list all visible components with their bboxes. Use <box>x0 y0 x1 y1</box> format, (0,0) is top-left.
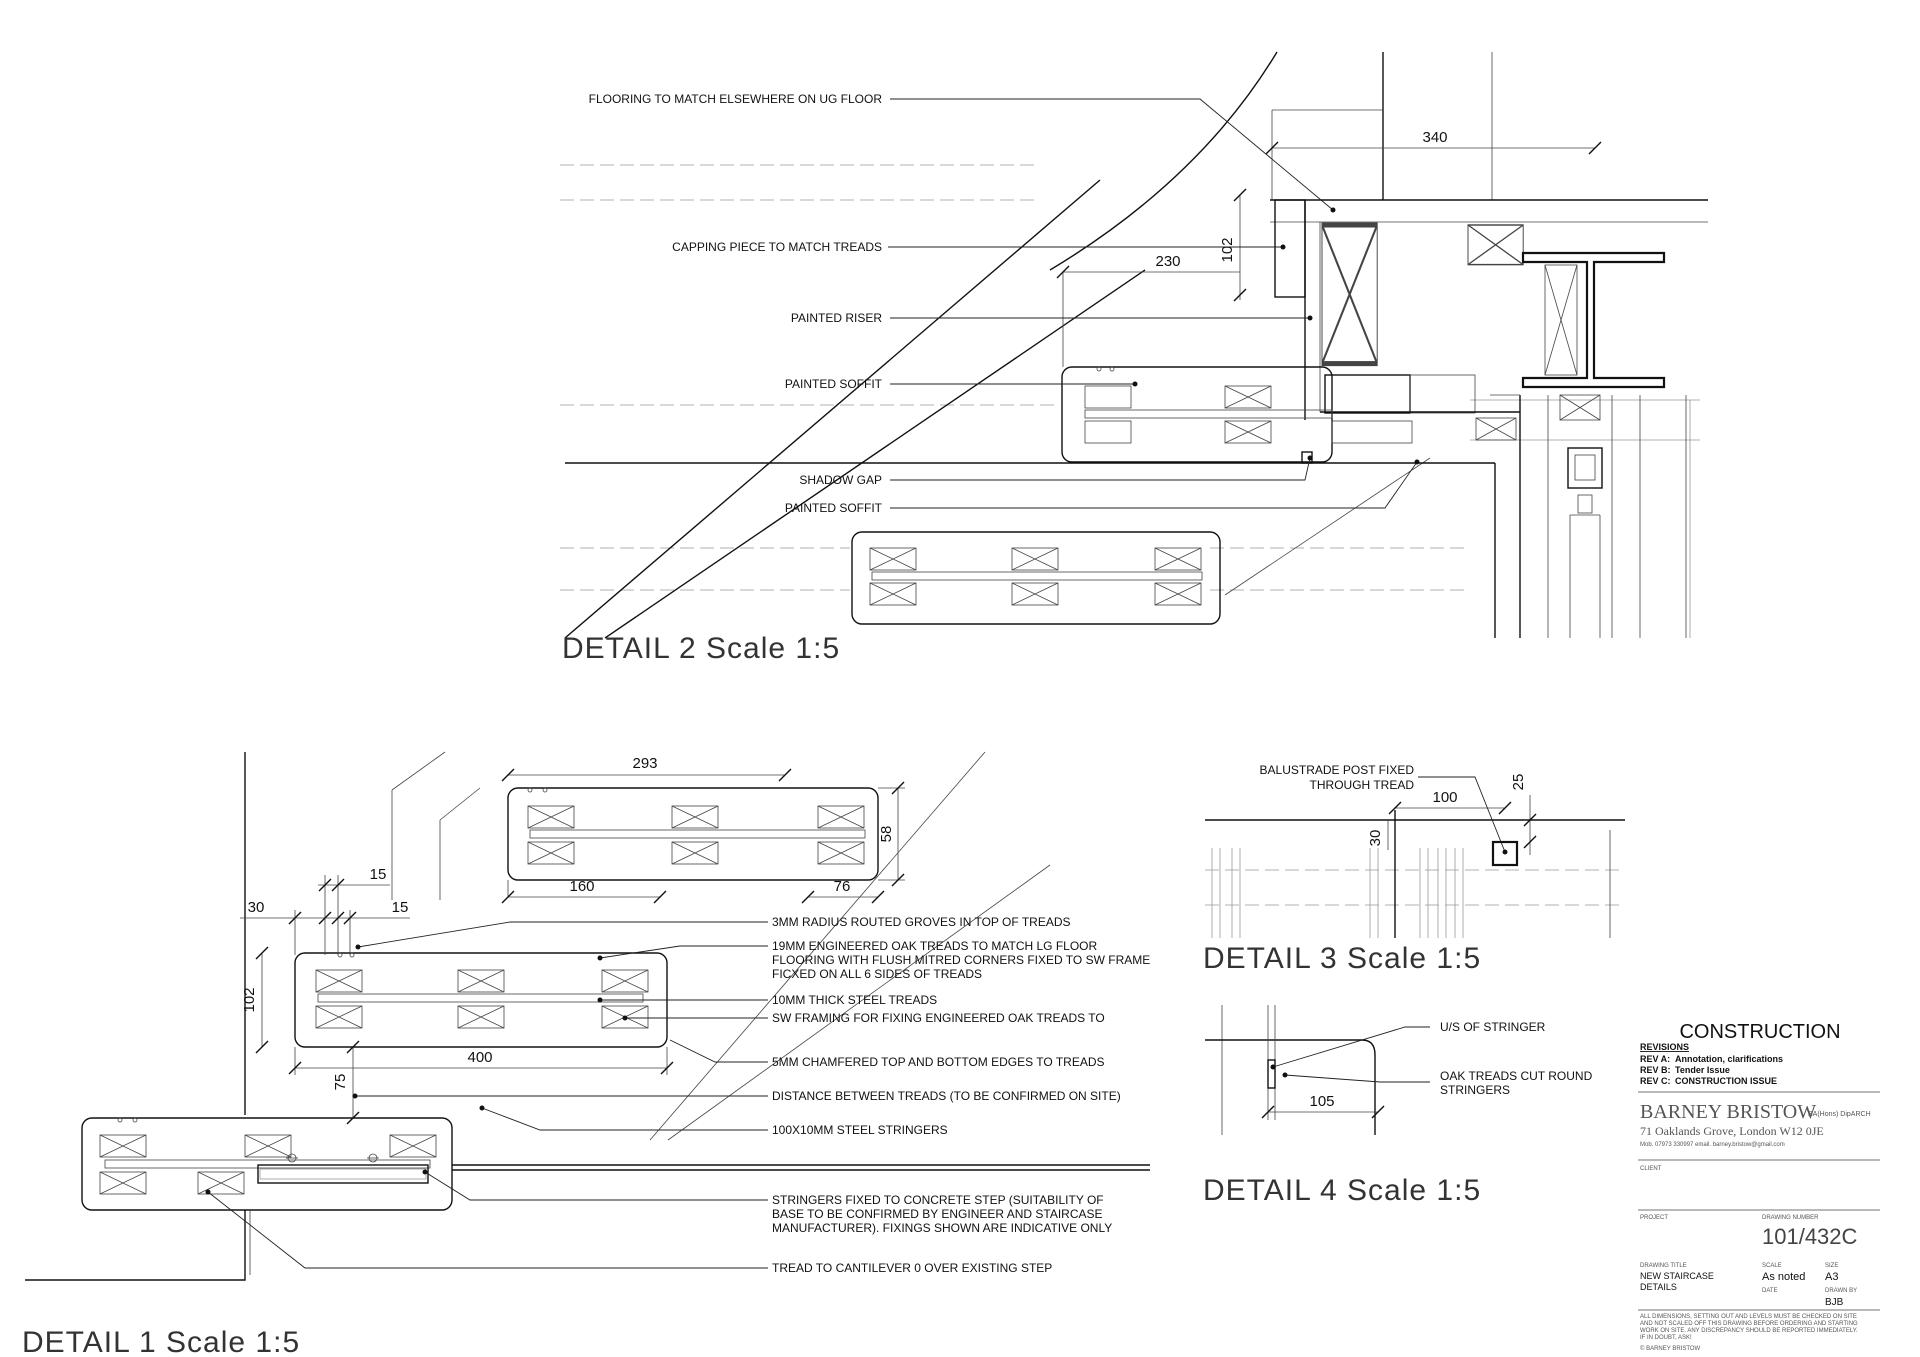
label-cantilever: TREAD TO CANTILEVER 0 OVER EXISTING STEP <box>772 1261 1052 1275</box>
detail-4-title: DETAIL 4 Scale 1:5 <box>1203 1174 1481 1207</box>
tread-lower <box>851 531 1221 625</box>
dim-102-d1: 102 <box>241 987 258 1012</box>
label-oak-cut-1: OAK TREADS CUT ROUND <box>1440 1069 1593 1083</box>
tread-bottom <box>81 1117 453 1211</box>
company-contact: Mob. 07973 330997 email. barney.bristow@… <box>1640 1142 1785 1148</box>
detail-4: 105 U/S OF STRINGER OAK TREADS CUT ROUND… <box>1203 1005 1593 1207</box>
label-painted-soffit-1: PAINTED SOFFIT <box>785 377 883 391</box>
disclaimer-4: IF IN DOUBT, ASK! <box>1640 1335 1692 1341</box>
drawing-title-2: DETAILS <box>1640 1282 1677 1292</box>
status-construction: CONSTRUCTION <box>1679 1021 1840 1043</box>
label-painted-riser: PAINTED RISER <box>791 311 882 325</box>
dim-25: 25 <box>1510 774 1527 791</box>
label-fixed-3: MANUFACTURER). FIXINGS SHOWN ARE INDICAT… <box>772 1221 1112 1235</box>
drawing-number: 101/432C <box>1762 1224 1858 1249</box>
dim-58: 58 <box>878 826 895 843</box>
dim-15-b: 15 <box>392 899 409 916</box>
date-label: DATE <box>1762 1288 1778 1294</box>
size-value: A3 <box>1825 1271 1838 1283</box>
label-sw-framing: SW FRAMING FOR FIXING ENGINEERED OAK TRE… <box>772 1011 1105 1025</box>
label-oak-1: 19MM ENGINEERED OAK TREADS TO MATCH LG F… <box>772 939 1098 953</box>
dim-340: 340 <box>1422 129 1447 146</box>
dim-100: 100 <box>1432 789 1457 806</box>
drawn-by-label: DRAWN BY <box>1825 1288 1857 1294</box>
drawing-number-label: DRAWING NUMBER <box>1762 1215 1819 1221</box>
dim-15-a: 15 <box>370 866 387 883</box>
tread-top <box>507 787 879 881</box>
dim-76: 76 <box>834 878 851 895</box>
revisions-heading: REVISIONS <box>1640 1042 1689 1052</box>
detail-2: 340 230 102 FLOORING TO MATCH ELSEWHERE … <box>560 51 1708 665</box>
label-post-2: THROUGH TREAD <box>1310 778 1415 792</box>
detail-1: 293 160 76 58 15 30 15 102 <box>22 751 1150 1357</box>
detail-1-title: DETAIL 1 Scale 1:5 <box>22 1326 300 1357</box>
label-flooring: FLOORING TO MATCH ELSEWHERE ON UG FLOOR <box>589 92 883 106</box>
detail-3-title: DETAIL 3 Scale 1:5 <box>1203 942 1481 975</box>
label-us-stringer: U/S OF STRINGER <box>1440 1020 1546 1034</box>
rev-a-text: Annotation, clarifications <box>1675 1054 1783 1064</box>
project-label: PROJECT <box>1640 1215 1668 1221</box>
label-fixed-1: STRINGERS FIXED TO CONCRETE STEP (SUITAB… <box>772 1193 1104 1207</box>
label-stringers: 100X10MM STEEL STRINGERS <box>772 1123 948 1137</box>
label-painted-soffit-2: PAINTED SOFFIT <box>785 501 883 515</box>
dim-75: 75 <box>332 1074 349 1091</box>
disclaimer-3: WORK ON SITE. ANY DISCREPANCY SHOULD BE … <box>1640 1328 1858 1334</box>
rev-c-text: CONSTRUCTION ISSUE <box>1675 1076 1777 1086</box>
label-groves: 3MM RADIUS ROUTED GROVES IN TOP OF TREAD… <box>772 915 1071 929</box>
rev-a-label: REV A: <box>1640 1054 1670 1064</box>
company-address: 71 Oaklands Grove, London W12 0JE <box>1640 1124 1824 1138</box>
dim-230: 230 <box>1155 253 1180 270</box>
rev-c-label: REV C: <box>1640 1076 1671 1086</box>
drawing-title-label: DRAWING TITLE <box>1640 1263 1687 1269</box>
drawn-by-value: BJB <box>1825 1297 1844 1308</box>
dim-293: 293 <box>632 755 657 772</box>
title-block: CONSTRUCTION REVISIONS REV A: Annotation… <box>1638 1021 1880 1352</box>
dim-30: 30 <box>248 899 265 916</box>
label-shadow-gap: SHADOW GAP <box>799 473 882 487</box>
label-distance: DISTANCE BETWEEN TREADS (TO BE CONFIRMED… <box>772 1089 1121 1103</box>
rev-b-text: Tender Issue <box>1675 1065 1730 1075</box>
detail-3: 100 25 30 BALUSTRADE POST FIXED THROUGH … <box>1203 763 1625 975</box>
label-oak-cut-2: STRINGERS <box>1440 1083 1510 1097</box>
label-post-1: BALUSTRADE POST FIXED <box>1260 763 1415 777</box>
label-capping: CAPPING PIECE TO MATCH TREADS <box>672 240 882 254</box>
dim-400: 400 <box>467 1049 492 1066</box>
dim-102: 102 <box>1219 237 1236 262</box>
disclaimer-2: AND NOT SCALED OFF THIS DRAWING BEFORE O… <box>1640 1321 1858 1327</box>
client-label: CLIENT <box>1640 1166 1662 1172</box>
label-chamfer: 5MM CHAMFERED TOP AND BOTTOM EDGES TO TR… <box>772 1055 1105 1069</box>
label-oak-3: FICXED ON ALL 6 SIDES OF TREADS <box>772 967 982 981</box>
dim-160: 160 <box>569 878 594 895</box>
company-name: BARNEY BRISTOW <box>1640 1101 1816 1123</box>
rev-b-label: REV B: <box>1640 1065 1671 1075</box>
tread-middle <box>1061 366 1413 463</box>
disclaimer-1: ALL DIMENSIONS, SETTING OUT AND LEVELS M… <box>1640 1314 1857 1320</box>
dim-30-d3: 30 <box>1367 830 1384 847</box>
scale-value: As noted <box>1762 1271 1805 1283</box>
detail-2-title: DETAIL 2 Scale 1:5 <box>562 632 840 665</box>
copyright: © BARNEY BRISTOW <box>1640 1345 1701 1352</box>
scale-label: SCALE <box>1762 1263 1782 1269</box>
company-qualifications: BA(Hons) DipARCH <box>1808 1111 1871 1118</box>
label-steel-treads: 10MM THICK STEEL TREADS <box>772 993 937 1007</box>
size-label: SIZE <box>1825 1263 1838 1269</box>
drawing-title-1: NEW STAIRCASE <box>1640 1271 1714 1281</box>
label-oak-2: FLOORING WITH FLUSH MITRED CORNERS FIXED… <box>772 953 1150 967</box>
dim-105: 105 <box>1309 1093 1334 1110</box>
label-fixed-2: BASE TO BE CONFIRMED BY ENGINEER AND STA… <box>772 1207 1103 1221</box>
